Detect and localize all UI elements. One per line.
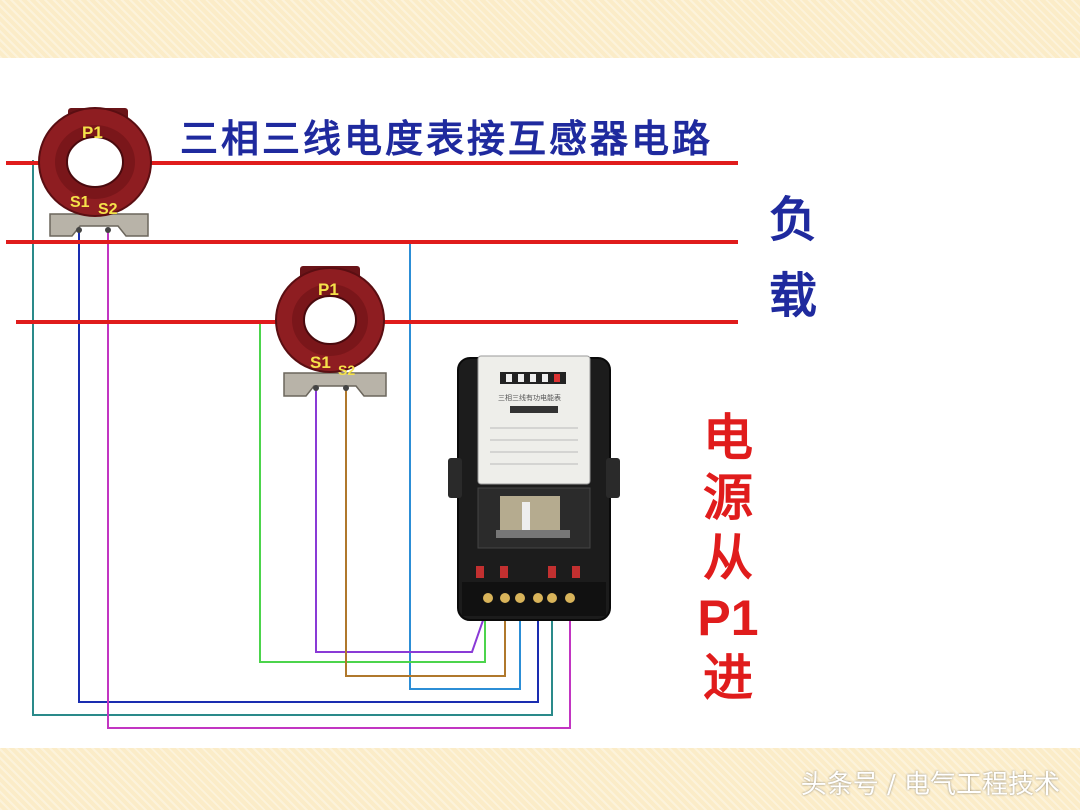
wiring [32, 160, 571, 729]
ct1-s2-label: S2 [98, 201, 118, 218]
note-char-5: 进 [703, 649, 753, 707]
load-label-char-1: 负 [768, 192, 817, 248]
energy-meter: 三相三线有功电能表 [448, 355, 620, 621]
ct1-mount-bracket [49, 213, 149, 237]
current-transformer-2: P1 S1 S2 [275, 266, 387, 397]
current-transformer-1: P1 S1 S2 [38, 107, 152, 237]
ct2-window [303, 295, 357, 345]
watermark: 头条号 / 电气工程技术 [800, 770, 1060, 800]
wire-ct2-s1 [315, 388, 489, 653]
wire-phase3 [259, 322, 486, 663]
meter-terminal-4 [533, 593, 543, 603]
wire-phase2 [409, 242, 521, 690]
meter-terminal-6 [565, 593, 575, 603]
ct2-p1-label: P1 [318, 280, 339, 299]
wire-ct1-s1 [78, 232, 539, 703]
wire-ct1-s2 [107, 232, 571, 729]
wire-ct2-s2 [345, 388, 506, 677]
note-char-3: 从 [703, 529, 753, 587]
ct1-window [66, 136, 124, 188]
note-char-1: 电 [703, 409, 753, 467]
ct1-s1-label: S1 [70, 194, 90, 211]
footer-band [0, 748, 1080, 810]
note-char-4: P1 [697, 590, 759, 646]
load-label-char-2: 载 [768, 268, 817, 324]
header-band [0, 0, 1080, 58]
ct2-s1-label: S1 [310, 353, 331, 372]
meter-terminal-2 [500, 593, 510, 603]
meter-terminal-5 [547, 593, 557, 603]
meter-disc-window [510, 406, 558, 413]
ct2-s2-label: S2 [338, 362, 355, 378]
ct2-mount-bracket [283, 372, 387, 397]
meter-terminal-3 [515, 593, 525, 603]
meter-nameplate-text: 三相三线有功电能表 [498, 393, 561, 402]
wire-teal [32, 160, 553, 716]
note-char-2: 源 [703, 469, 753, 527]
diagram-title: 三相三线电度表接互感器电路 [180, 117, 714, 161]
ct1-p1-label: P1 [82, 123, 103, 142]
meter-terminal-1 [483, 593, 493, 603]
